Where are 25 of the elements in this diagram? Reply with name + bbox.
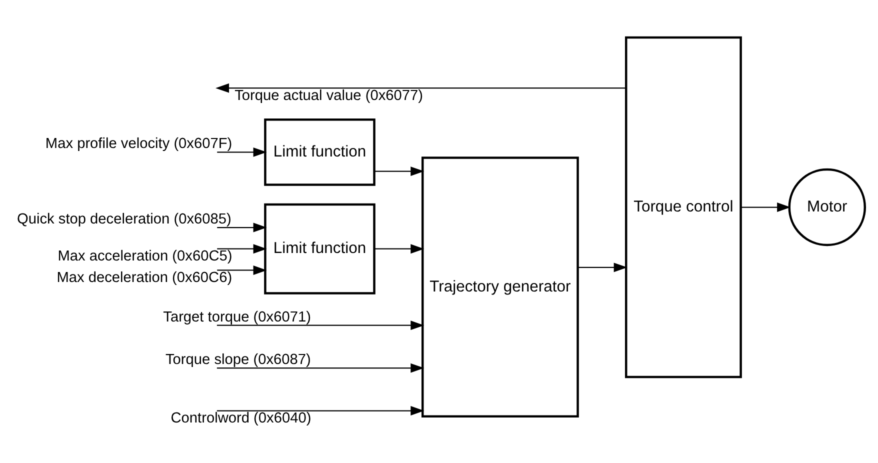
arrow bbox=[217, 244, 267, 254]
arrow bbox=[741, 202, 791, 212]
arrow bbox=[217, 222, 267, 232]
edge-label: Max acceleration (0x60C5) bbox=[58, 248, 232, 264]
arrow bbox=[217, 265, 267, 274]
arrow bbox=[216, 406, 424, 415]
edge-label: Torque actual value (0x6077) bbox=[234, 87, 424, 104]
node-circle: Motor bbox=[788, 168, 866, 246]
edge-label: Target torque (0x6071) bbox=[163, 308, 311, 325]
edge-label: Max profile velocity (0x607F) bbox=[45, 136, 232, 152]
node-box: Torque control bbox=[624, 36, 742, 378]
arrow bbox=[578, 262, 628, 272]
arrow bbox=[216, 82, 626, 92]
arrow bbox=[374, 166, 424, 176]
edge-label: Controlword (0x6040) bbox=[170, 410, 312, 426]
edge-label: Max deceleration (0x60C6) bbox=[56, 269, 232, 286]
arrow bbox=[217, 146, 267, 156]
arrow bbox=[216, 320, 424, 330]
node-box: Trajectory generator bbox=[422, 156, 579, 417]
node-box: Limit function bbox=[264, 202, 376, 294]
node-box: Limit function bbox=[264, 118, 376, 186]
arrow bbox=[216, 362, 424, 372]
edge-label: Torque slope (0x6087) bbox=[165, 351, 311, 368]
arrow bbox=[374, 244, 424, 254]
edge-label: Quick stop deceleration (0x6085) bbox=[16, 210, 232, 227]
